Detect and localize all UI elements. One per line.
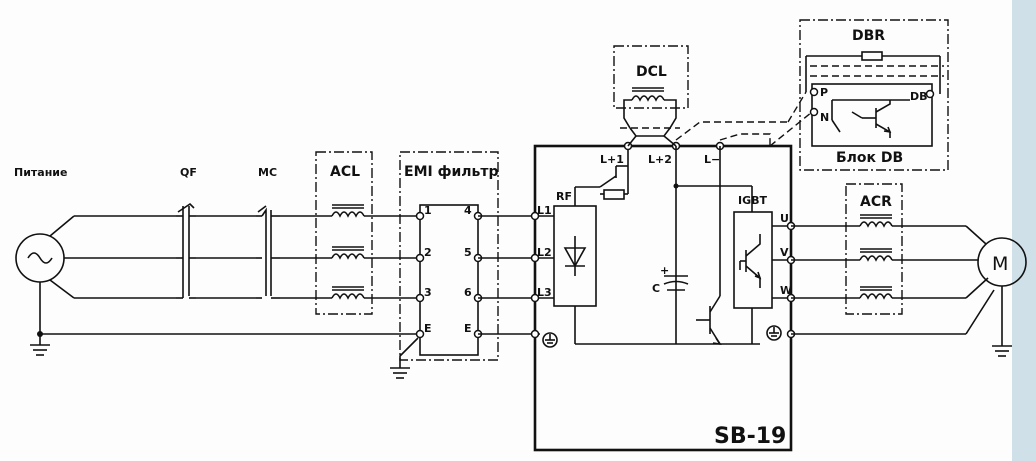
igbt-block — [733, 211, 773, 309]
db-label-p: P — [820, 86, 828, 99]
motor-ground-icon — [992, 286, 1012, 357]
emi-out-e: E — [464, 322, 472, 335]
mc-label: MC — [258, 166, 277, 179]
igbt-symbol-icon — [739, 234, 762, 288]
db-transistor-icon — [831, 99, 910, 138]
output-v: V — [780, 246, 789, 259]
db-terminal-p — [809, 87, 819, 97]
mc-contactor — [256, 205, 280, 299]
inverter-input-terminals — [530, 211, 540, 339]
qf-breaker — [176, 202, 196, 299]
db-label-n: N — [820, 111, 829, 124]
db-terminal-db — [925, 89, 935, 99]
capacitor-plus: + — [660, 264, 669, 277]
emi-filter-box — [399, 151, 499, 361]
acr-box — [845, 183, 903, 315]
acr-label: ACR — [860, 194, 892, 210]
dc-l-plus-2: L+2 — [648, 153, 672, 166]
emi-out-6: 6 — [464, 286, 472, 299]
db-dashed-links — [675, 91, 813, 147]
dcl-label: DCL — [636, 64, 667, 80]
power-supply — [15, 233, 65, 356]
emi-in-2: 2 — [424, 246, 432, 259]
emi-out-4: 4 — [464, 204, 472, 217]
dbr-label: DBR — [852, 28, 885, 44]
dcl-coil — [620, 87, 680, 147]
rf-relay — [599, 146, 629, 200]
acr-coils — [859, 214, 893, 300]
db-terminal-n — [809, 107, 819, 117]
model-label: SB-19 — [714, 424, 786, 449]
emi-ground — [390, 337, 419, 379]
emi-in-e: E — [424, 322, 432, 335]
supply-label: Питание — [14, 166, 67, 179]
emi-out-5: 5 — [464, 246, 472, 259]
db-label-db: DB — [910, 90, 928, 103]
dbr-resistor — [805, 51, 944, 94]
input-l1: L1 — [537, 204, 552, 217]
inverter-ground-icon — [542, 332, 558, 348]
igbt-label: IGBT — [738, 194, 768, 207]
brake-transistor-icon — [696, 146, 722, 346]
dcl-box — [613, 45, 689, 109]
dc-l-minus: L− — [704, 153, 720, 166]
db-unit-box — [799, 19, 949, 171]
rectifier-diode-icon — [563, 236, 587, 276]
emi-filter-body — [419, 204, 479, 356]
emi-terminals — [415, 211, 483, 339]
qf-label: QF — [180, 166, 197, 179]
emi-label: EMI фильтр — [404, 164, 499, 180]
motor-label: M — [992, 253, 1008, 275]
emi-in-1: 1 — [424, 204, 432, 217]
acl-box — [315, 151, 373, 315]
input-l3: L3 — [537, 286, 552, 299]
output-u: U — [780, 212, 789, 225]
db-unit-label: Блок DB — [836, 150, 903, 166]
output-w: W — [780, 284, 792, 297]
capacitor-label: C — [652, 282, 660, 295]
rf-label: RF — [556, 190, 572, 203]
capacitor-icon — [663, 275, 689, 291]
output-ground-icon — [766, 325, 782, 341]
acl-label: ACL — [330, 164, 360, 180]
dc-l-plus-1: L+1 — [600, 153, 624, 166]
emi-in-3: 3 — [424, 286, 432, 299]
edge-shade — [1012, 0, 1036, 461]
acl-coils — [331, 204, 365, 300]
supply-lines — [40, 215, 420, 335]
input-l2: L2 — [537, 246, 552, 259]
